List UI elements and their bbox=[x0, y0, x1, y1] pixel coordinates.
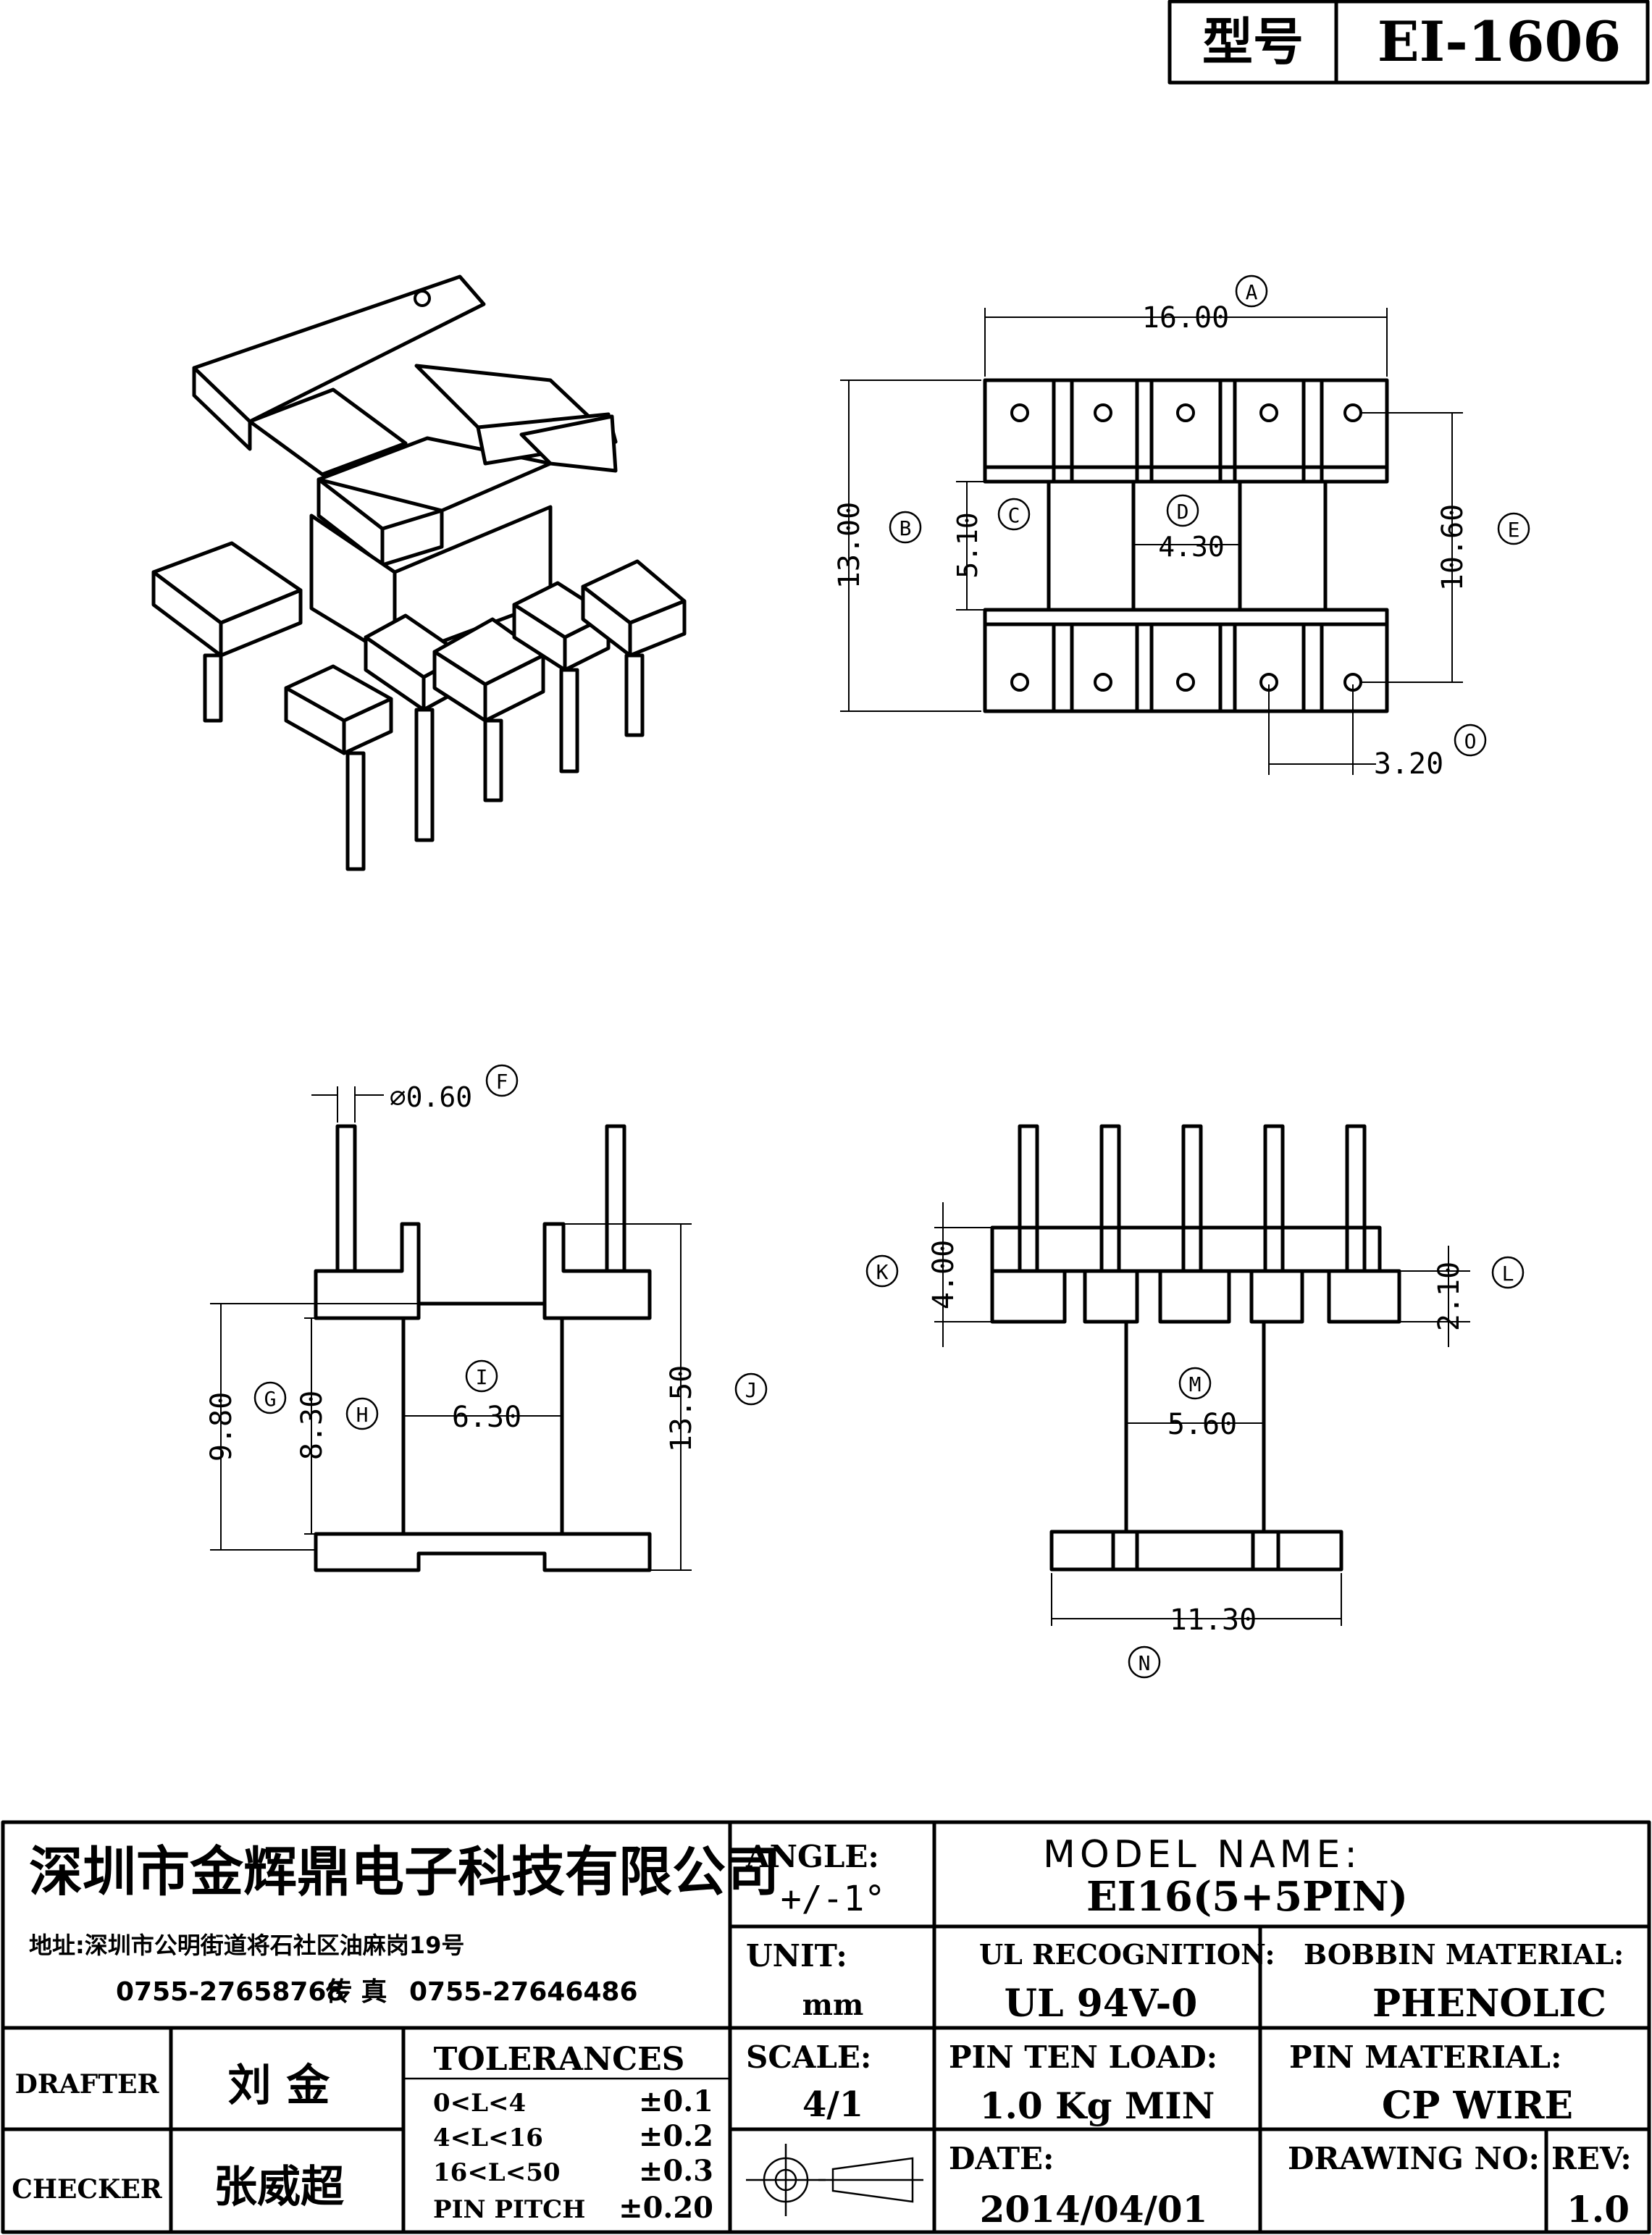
callout-i: I bbox=[476, 1365, 488, 1389]
tolerance-value: ±0.3 bbox=[639, 2154, 713, 2188]
ul-label: UL RECOGNITION: bbox=[979, 1938, 1275, 1971]
tolerance-value: ±0.1 bbox=[639, 2084, 713, 2118]
dim-o: 3.20 bbox=[1374, 747, 1443, 781]
tolerances-label: TOLERANCES bbox=[434, 2041, 685, 2078]
dim-j: 13.50 bbox=[665, 1365, 698, 1452]
dim-i: 6.30 bbox=[452, 1401, 521, 1434]
rev-label: REV: bbox=[1551, 2141, 1632, 2176]
callout-f: F bbox=[496, 1070, 508, 1094]
front-view: ⌀0.60 F 9.80 G 8.30 H 6.30 I 13.50 J bbox=[205, 1064, 768, 1572]
checker-name: 张威超 bbox=[214, 2162, 345, 2213]
tolerance-value: ±0.2 bbox=[639, 2119, 713, 2153]
title-block: 深圳市金辉鼎电子科技有限公司 地址:深圳市公明街道将石社区油麻岗19号 0755… bbox=[1, 1820, 1651, 2234]
callout-c: C bbox=[1008, 503, 1020, 527]
company-name: 深圳市金辉鼎电子科技有限公司 bbox=[29, 1841, 779, 1903]
tolerance-range: 0<L<4 bbox=[433, 2089, 526, 2118]
model-name-value: EI16(5+5PIN) bbox=[1086, 1873, 1408, 1921]
dim-h: 8.30 bbox=[295, 1391, 329, 1460]
model-header: 型号 EI-1606 bbox=[1167, 0, 1650, 85]
drafter-name: 刘 金 bbox=[228, 2060, 331, 2111]
angle-value: +/-1° bbox=[781, 1879, 886, 1919]
angle-label: ANGLE: bbox=[745, 1839, 879, 1874]
callout-k: K bbox=[876, 1260, 889, 1284]
tolerance-range: 16<L<50 bbox=[433, 2158, 561, 2187]
bobbin-label: BOBBIN MATERIAL: bbox=[1304, 1938, 1624, 1971]
tolerance-range: 4<L<16 bbox=[433, 2123, 543, 2152]
callout-a: A bbox=[1246, 280, 1258, 304]
tolerance-range: PIN PITCH bbox=[433, 2195, 585, 2224]
dim-n: 11.30 bbox=[1170, 1603, 1257, 1637]
dim-m: 5.60 bbox=[1167, 1408, 1237, 1441]
callout-n: N bbox=[1139, 1651, 1151, 1675]
model-number: EI-1606 bbox=[1378, 9, 1622, 74]
callout-m: M bbox=[1189, 1372, 1202, 1396]
dim-d: 4.30 bbox=[1158, 531, 1225, 563]
drawing-no-label: DRAWING NO: bbox=[1288, 2141, 1540, 2176]
fax-label: 传 真 bbox=[325, 1977, 387, 2007]
callout-b: B bbox=[900, 516, 912, 540]
company-fax: 0755-27646486 bbox=[409, 1977, 638, 2007]
scale-value: 4/1 bbox=[802, 2084, 863, 2125]
pin-material-label: PIN MATERIAL: bbox=[1289, 2039, 1561, 2075]
bobbin-value: PHENOLIC bbox=[1372, 1982, 1606, 2026]
company-phone: 0755-27658768 bbox=[116, 1977, 345, 2007]
pin-load-value: 1.0 Kg MIN bbox=[980, 2084, 1215, 2127]
ul-value: UL 94V-0 bbox=[1005, 1982, 1198, 2026]
unit-label: UNIT: bbox=[746, 1938, 847, 1974]
dim-f: ⌀0.60 bbox=[390, 1081, 472, 1113]
scale-label: SCALE: bbox=[746, 2039, 871, 2075]
dim-b: 13.00 bbox=[833, 502, 866, 589]
side-view: 4.00 K 2.10 L 5.60 M 11.30 N bbox=[865, 1124, 1525, 1679]
dim-g: 9.80 bbox=[205, 1392, 238, 1462]
callout-h: H bbox=[356, 1403, 369, 1427]
model-name-label: MODEL NAME: bbox=[1043, 1833, 1362, 1877]
pin-material-value: CP WIRE bbox=[1382, 2084, 1573, 2128]
dim-e: 10.60 bbox=[1436, 504, 1469, 591]
callout-g: G bbox=[264, 1387, 277, 1411]
date-value: 2014/04/01 bbox=[980, 2188, 1208, 2231]
dim-k: 4.00 bbox=[927, 1240, 960, 1309]
top-view: 16.00 A 13.00 B 5.10 C 4.30 D 10.60 E 3.… bbox=[833, 274, 1530, 781]
pin-load-label: PIN TEN LOAD: bbox=[949, 2039, 1217, 2075]
callout-l: L bbox=[1502, 1262, 1514, 1286]
tolerance-value: ±0.20 bbox=[619, 2191, 713, 2225]
checker-label: CHECKER bbox=[12, 2174, 162, 2205]
type-label: 型号 bbox=[1202, 12, 1304, 72]
callout-j: J bbox=[745, 1378, 758, 1402]
callout-o: O bbox=[1464, 729, 1477, 753]
unit-value: mm bbox=[802, 1988, 864, 2022]
rev-value: 1.0 bbox=[1567, 2188, 1630, 2231]
dim-a: 16.00 bbox=[1142, 301, 1229, 335]
isometric-view bbox=[151, 274, 687, 871]
callout-e: E bbox=[1508, 518, 1520, 542]
drafter-label: DRAFTER bbox=[15, 2069, 160, 2100]
company-address: 地址:深圳市公明街道将石社区油麻岗19号 bbox=[29, 1932, 464, 1959]
projection-symbol-icon bbox=[746, 2144, 923, 2216]
date-label: DATE: bbox=[949, 2141, 1054, 2176]
callout-d: D bbox=[1177, 500, 1189, 524]
dim-c: 5.10 bbox=[952, 512, 984, 579]
dim-l: 2.10 bbox=[1433, 1262, 1466, 1331]
